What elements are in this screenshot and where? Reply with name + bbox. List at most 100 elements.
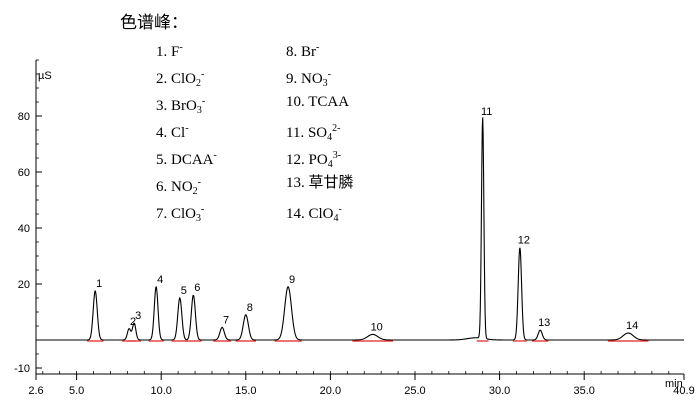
legend-item-superscript: - — [201, 69, 205, 80]
legend-item: 7. ClO3- — [156, 200, 217, 227]
legend-item-subscript: 2 — [192, 186, 198, 197]
y-tick-label: 20 — [18, 279, 30, 291]
legend-item-number: 14. — [286, 206, 309, 222]
legend-item: 4. Cl- — [156, 119, 217, 146]
legend-item: 10. TCAA — [286, 92, 354, 119]
legend-item-superscript: 3- — [332, 150, 342, 161]
y-tick-label: 80 — [18, 111, 30, 123]
legend-item-number: 6. — [156, 179, 171, 195]
legend-item: 3. BrO3- — [156, 92, 217, 119]
y-tick-label: 60 — [18, 167, 30, 179]
legend-item-superscript: - — [197, 177, 202, 188]
legend-item: 6. NO2- — [156, 173, 217, 200]
legend-item-superscript: - — [201, 204, 205, 215]
legend-item: 11. SO42- — [286, 119, 354, 146]
legend-item: 1. F- — [156, 38, 217, 65]
legend-item-ion: ClO — [171, 206, 197, 222]
x-tick-label: 25.0 — [404, 385, 425, 397]
y-tick-label: -10 — [14, 363, 30, 375]
legend-item: 8. Br- — [286, 38, 354, 65]
legend-item-superscript: - — [338, 204, 342, 215]
legend-column-left: 1. F-2. ClO2-3. BrO3-4. Cl-5. DCAA-6. NO… — [156, 38, 217, 227]
x-tick-label: 20.0 — [320, 385, 341, 397]
legend-item-subscript: 2 — [196, 78, 202, 89]
legend-item-ion: BrO — [171, 98, 197, 114]
legend-item: 5. DCAA- — [156, 146, 217, 173]
peak-label: 11 — [481, 106, 492, 118]
legend-item-ion: Cl — [171, 125, 186, 141]
legend-item-number: 11. — [286, 125, 308, 141]
legend-item-superscript: - — [316, 42, 320, 53]
legend-item-ion: NO — [301, 71, 323, 87]
legend-title: 色谱峰： — [120, 13, 188, 33]
peak-label: 3 — [135, 310, 141, 322]
legend-item: 13. 草甘膦 — [286, 173, 354, 200]
chromatogram-trace — [36, 117, 684, 341]
y-tick-label: 40 — [18, 223, 30, 235]
legend-item-ion: PO — [308, 152, 328, 168]
legend-item-subscript: 3 — [196, 105, 202, 116]
legend-item-ion: NO — [171, 179, 193, 195]
legend-item-subscript: 3 — [322, 78, 328, 89]
peak-label: 1 — [96, 278, 102, 290]
peak-label: 2 — [130, 316, 136, 328]
peak-label: 5 — [181, 285, 187, 297]
trace-layer — [36, 117, 684, 342]
x-tick-label: 2.6 — [28, 385, 43, 397]
legend-item-number: 7. — [156, 206, 171, 222]
legend-item-ion: TCAA — [308, 94, 350, 110]
legend-item-superscript: 2- — [332, 123, 341, 134]
legend-item-number: 9. — [286, 71, 301, 87]
peak-label: 13 — [538, 317, 550, 329]
x-tick-label: 30.0 — [489, 385, 510, 397]
legend-item-ion: Br — [301, 44, 316, 60]
peak-label: 7 — [223, 314, 229, 326]
legend-item-ion: 草甘膦 — [308, 175, 354, 191]
legend-item: 9. NO3- — [286, 65, 354, 92]
peak-label: 8 — [247, 302, 253, 314]
legend-item-number: 13. — [286, 175, 309, 191]
legend-item-subscript: 4 — [333, 213, 339, 224]
legend-item-ion: SO — [307, 125, 328, 141]
peak-label: 12 — [518, 235, 530, 247]
x-axis-unit-label: min — [665, 378, 683, 390]
legend-item-ion: ClO — [171, 71, 197, 87]
legend-item-number: 12. — [286, 152, 309, 168]
legend-item: 12. PO43- — [286, 146, 354, 173]
x-tick-label: 35.0 — [573, 385, 594, 397]
legend-item-number: 3. — [156, 98, 171, 114]
legend-item-number: 1. — [156, 44, 171, 60]
legend-item-number: 8. — [286, 44, 301, 60]
legend-item-subscript: 4 — [327, 132, 333, 143]
x-tick-label: 40.9 — [673, 385, 694, 397]
legend-item-superscript: - — [179, 42, 183, 53]
legend-item: 14. ClO4- — [286, 200, 354, 227]
legend-item-superscript: - — [185, 123, 189, 134]
peak-label: 6 — [194, 282, 200, 294]
legend-item: 2. ClO2- — [156, 65, 217, 92]
x-tick-label: 5.0 — [69, 385, 84, 397]
legend-item-superscript: - — [201, 96, 206, 107]
legend-item-number: 10. — [286, 94, 309, 110]
legend-item-ion: F — [171, 44, 180, 60]
legend-item-ion: DCAA — [171, 152, 214, 168]
y-axis-unit-label: µS — [38, 70, 52, 82]
legend-item-subscript: 4 — [327, 159, 333, 170]
x-tick-label: 15.0 — [235, 385, 256, 397]
peak-label: 10 — [371, 321, 383, 333]
legend-item-number: 2. — [156, 71, 171, 87]
x-tick-label: 10.0 — [150, 385, 171, 397]
legend-item-number: 5. — [156, 152, 171, 168]
legend-item-superscript: - — [213, 150, 217, 161]
legend-item-subscript: 3 — [196, 213, 202, 224]
legend-item-superscript: - — [327, 69, 332, 80]
legend-item-ion: ClO — [308, 206, 334, 222]
peak-label: 9 — [289, 274, 295, 286]
peak-label: 14 — [626, 320, 638, 332]
peak-label: 4 — [157, 274, 163, 286]
legend-item-number: 4. — [156, 125, 171, 141]
